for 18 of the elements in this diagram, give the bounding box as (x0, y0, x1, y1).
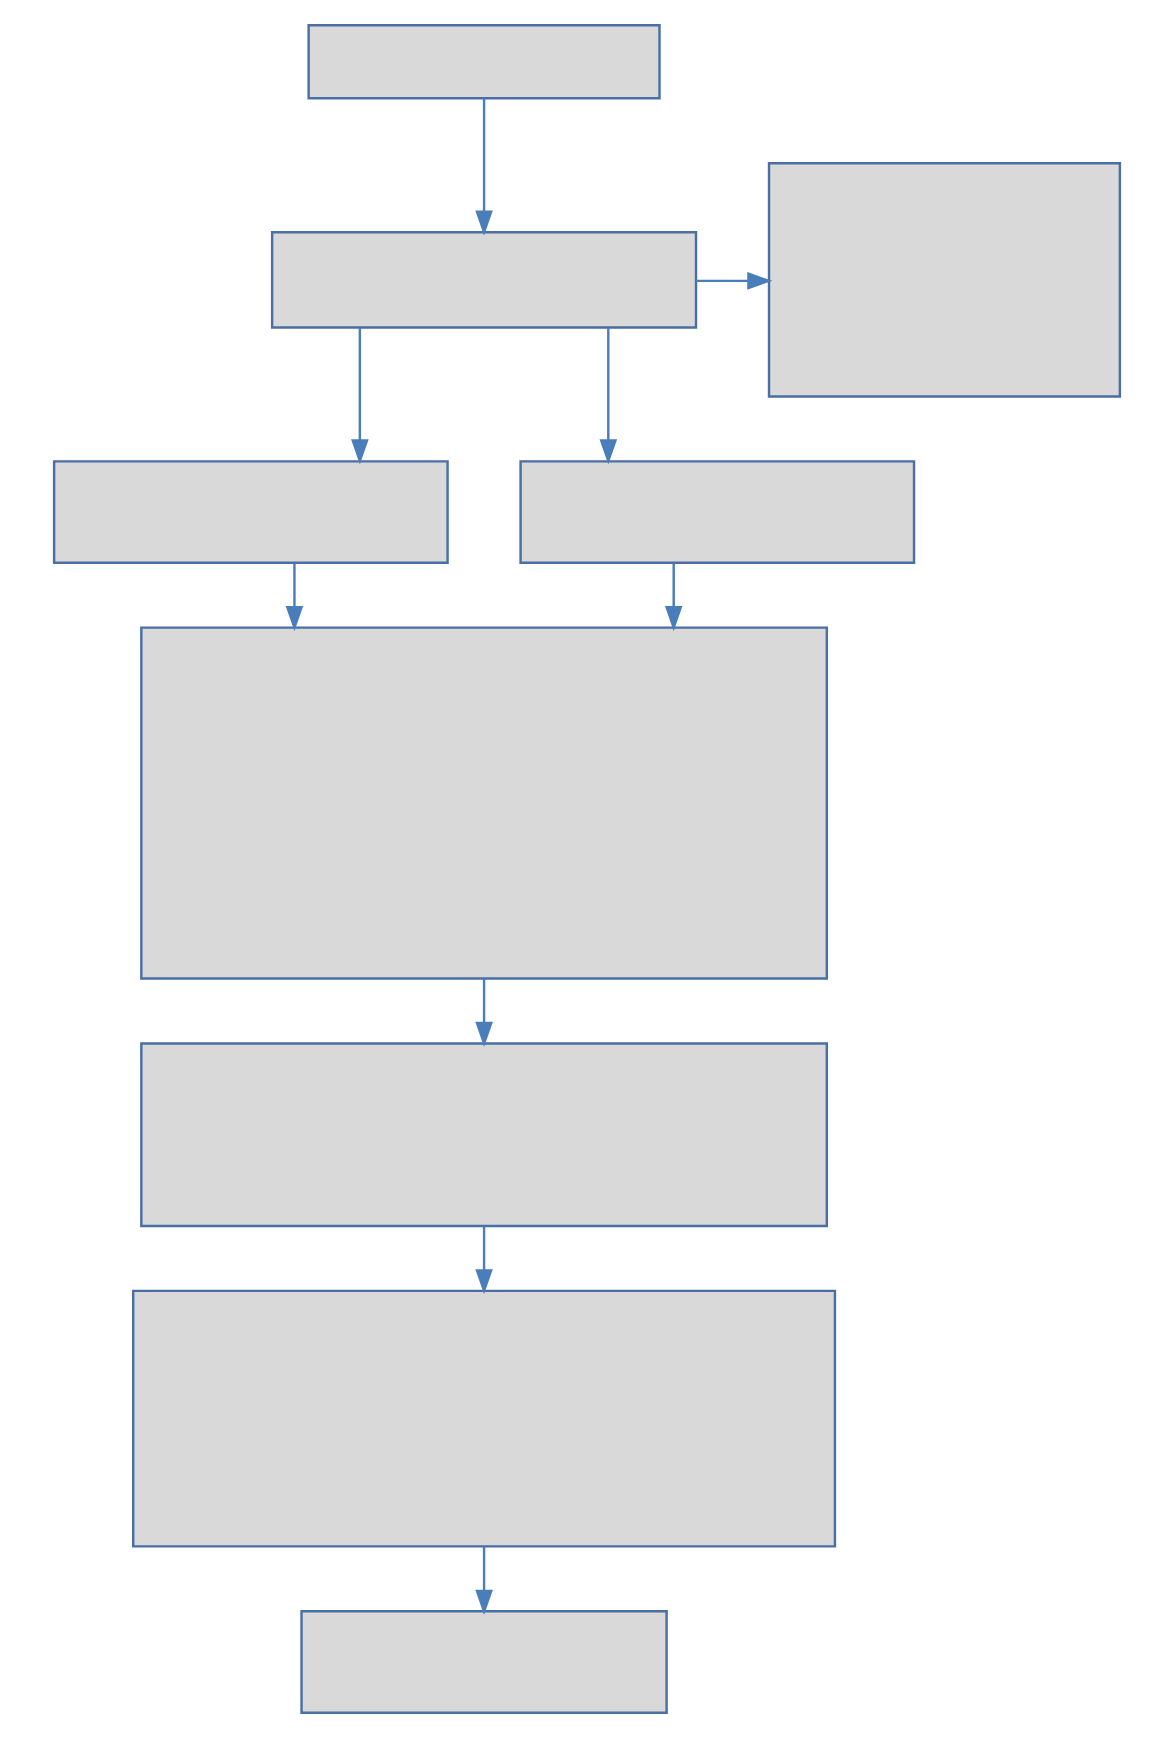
arrow (474, 1546, 492, 1615)
node-box (766, 162, 1121, 398)
arrow (663, 563, 682, 632)
node-box (131, 1289, 836, 1548)
node-box (51, 460, 448, 564)
node-box (139, 626, 828, 980)
arrow (350, 327, 368, 465)
node-box (299, 1610, 667, 1714)
arrow (284, 563, 303, 632)
arrow (598, 327, 617, 465)
arrow (474, 978, 492, 1048)
arrow (474, 98, 492, 236)
node-box (518, 460, 915, 564)
node-box (306, 24, 660, 100)
arrow (695, 272, 772, 290)
node-box (139, 1042, 828, 1228)
arrow (474, 1226, 492, 1295)
node-box (269, 230, 697, 329)
